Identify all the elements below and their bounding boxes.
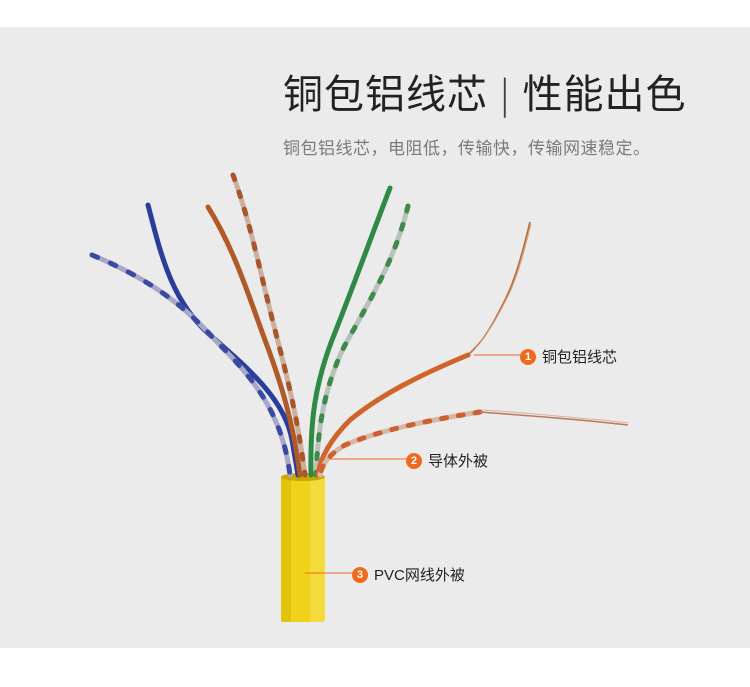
copper-strand-lower — [479, 411, 629, 426]
blue-white-wire — [89, 252, 293, 478]
callout-number-badge: 2 — [406, 452, 422, 469]
title-left: 铜包铝线芯 — [283, 72, 488, 118]
page-title: 铜包铝线芯|性能出色 — [283, 72, 686, 118]
callout-copper-core: 1 铜包铝线芯 — [520, 346, 617, 367]
brown-wire — [205, 204, 303, 478]
callout-conductor-sheath: 2 导体外被 — [406, 450, 488, 471]
callout-label: 铜包铝线芯 — [542, 349, 618, 366]
title-right: 性能出色 — [522, 72, 687, 118]
callout-number-badge: 3 — [352, 566, 368, 583]
callout-label: 导体外被 — [428, 453, 489, 470]
callout-pvc-jacket: 3 PVC网线外被 — [352, 564, 465, 585]
green-wire — [308, 185, 393, 478]
page-subtitle: 铜包铝线芯，电阻低，传输快，传输网速稳定。 — [283, 139, 651, 159]
product-panel — [0, 27, 750, 648]
title-separator: | — [498, 72, 513, 118]
callout-number-badge: 1 — [520, 348, 536, 365]
callout-label: PVC网线外被 — [374, 567, 465, 584]
orange-wire — [315, 352, 471, 478]
copper-strand-upper — [467, 221, 531, 356]
